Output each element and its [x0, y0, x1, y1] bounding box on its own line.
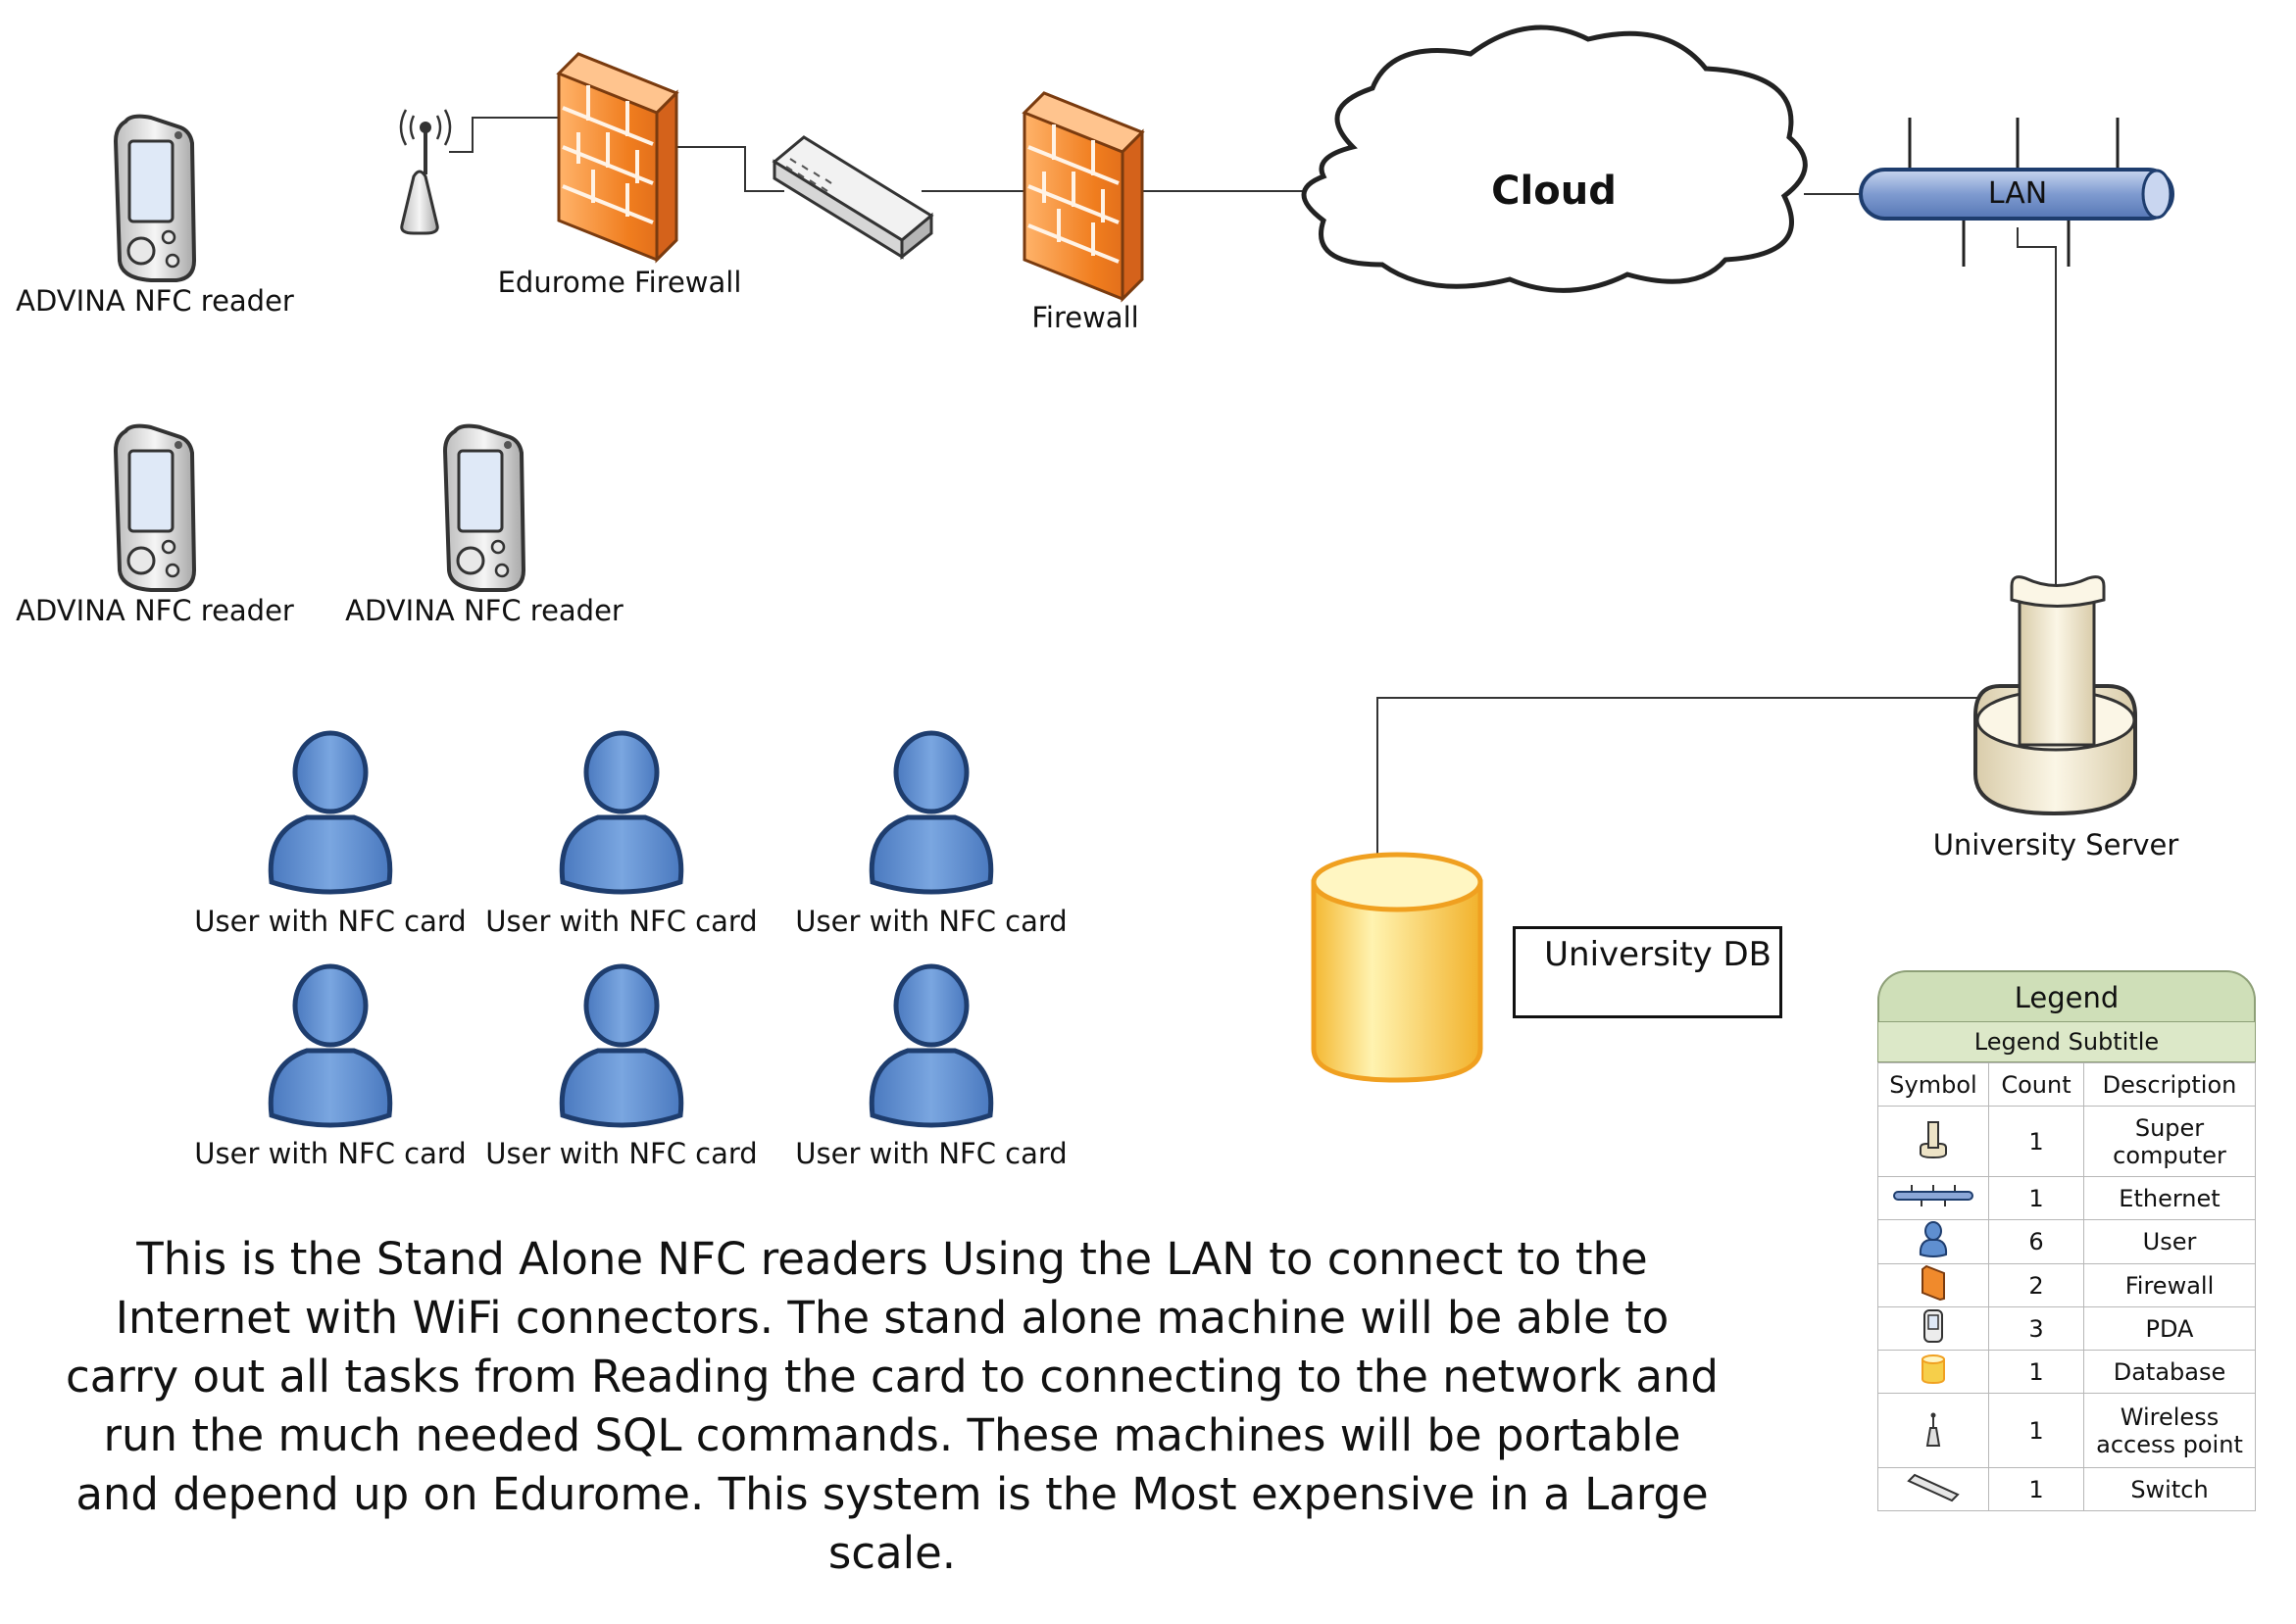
switch-icon — [772, 135, 934, 261]
user-icon — [271, 966, 390, 1125]
pda-label: ADVINA NFC reader — [16, 284, 294, 318]
legend-title: Legend — [1877, 970, 2256, 1021]
legend-row: 3 PDA — [1877, 1306, 2256, 1351]
pda-icon — [1877, 1306, 1989, 1351]
cloud-icon — [1301, 25, 1808, 293]
user-icon — [872, 966, 991, 1125]
legend-count: 1 — [1988, 1467, 2084, 1511]
firewall-icon — [557, 52, 678, 262]
supercomputer-icon — [1973, 575, 2137, 816]
user-icon — [872, 733, 991, 892]
edurome-firewall-label: Edurome Firewall — [497, 266, 742, 299]
legend-count: 6 — [1988, 1219, 2084, 1264]
legend: Legend Legend Subtitle Symbol Count Desc… — [1877, 970, 2256, 1523]
legend-row: 1 Wireless access point — [1877, 1393, 2256, 1468]
user-label: User with NFC card — [795, 1137, 1068, 1170]
ethernet-icon — [1859, 118, 2174, 267]
legend-table: Symbol Count Description 1 Super compute… — [1877, 1062, 2256, 1511]
legend-description: Switch — [2083, 1467, 2256, 1511]
legend-row: 1 Database — [1877, 1350, 2256, 1394]
legend-count: 3 — [1988, 1306, 2084, 1351]
user-label: User with NFC card — [194, 905, 467, 938]
pda-label: ADVINA NFC reader — [16, 594, 294, 627]
legend-description: User — [2083, 1219, 2256, 1264]
user-icon — [562, 733, 681, 892]
ethernet-icon — [1877, 1176, 1989, 1220]
database-label: University DB — [1544, 935, 1772, 974]
legend-header-count: Count — [1988, 1062, 2084, 1107]
legend-count: 1 — [1988, 1176, 2084, 1220]
legend-row: 1 Ethernet — [1877, 1176, 2256, 1220]
user-label: User with NFC card — [485, 905, 758, 938]
legend-subtitle: Legend Subtitle — [1877, 1021, 2256, 1062]
user-label: User with NFC card — [194, 1137, 467, 1170]
wireless-access-point-icon — [1877, 1393, 1989, 1468]
legend-count: 1 — [1988, 1393, 2084, 1468]
legend-row: 1 Switch — [1877, 1467, 2256, 1511]
legend-header-symbol: Symbol — [1877, 1062, 1989, 1107]
user-label: User with NFC card — [485, 1137, 758, 1170]
description-text: This is the Stand Alone NFC readers Usin… — [66, 1233, 1719, 1579]
connection-lines — [449, 117, 2057, 861]
user-icon — [562, 966, 681, 1125]
legend-count: 1 — [1988, 1106, 2084, 1177]
server-label: University Server — [1932, 828, 2179, 861]
legend-count: 1 — [1988, 1350, 2084, 1394]
pda-icon — [443, 423, 525, 592]
firewall-icon — [1023, 91, 1144, 301]
switch-icon — [1877, 1467, 1989, 1511]
pda-icon — [114, 114, 196, 283]
legend-header-row: Symbol Count Description — [1877, 1062, 2256, 1107]
database-label-box: University DB — [1513, 926, 1782, 1018]
firewall-label: Firewall — [1031, 301, 1139, 334]
database-icon — [1877, 1350, 1989, 1394]
legend-row: 2 Firewall — [1877, 1263, 2256, 1307]
supercomputer-icon — [1877, 1106, 1989, 1177]
wireless-access-point-icon — [399, 109, 452, 235]
firewall-icon — [1877, 1263, 1989, 1307]
legend-row: 1 Super computer — [1877, 1106, 2256, 1177]
legend-description: PDA — [2083, 1306, 2256, 1351]
legend-header-description: Description — [2083, 1062, 2256, 1107]
pda-label: ADVINA NFC reader — [345, 594, 624, 627]
database-icon — [1311, 852, 1483, 1083]
user-label: User with NFC card — [795, 905, 1068, 938]
legend-row: 6 User — [1877, 1219, 2256, 1264]
legend-description: Database — [2083, 1350, 2256, 1394]
legend-description: Ethernet — [2083, 1176, 2256, 1220]
lan-label: LAN — [1987, 176, 2048, 211]
legend-description: Wireless access point — [2083, 1393, 2256, 1468]
legend-description: Super computer — [2083, 1106, 2256, 1177]
legend-count: 2 — [1988, 1263, 2084, 1307]
user-icon — [271, 733, 390, 892]
user-icon — [1877, 1219, 1989, 1264]
cloud-label: Cloud — [1491, 169, 1617, 214]
pda-icon — [114, 423, 196, 592]
legend-description: Firewall — [2083, 1263, 2256, 1307]
